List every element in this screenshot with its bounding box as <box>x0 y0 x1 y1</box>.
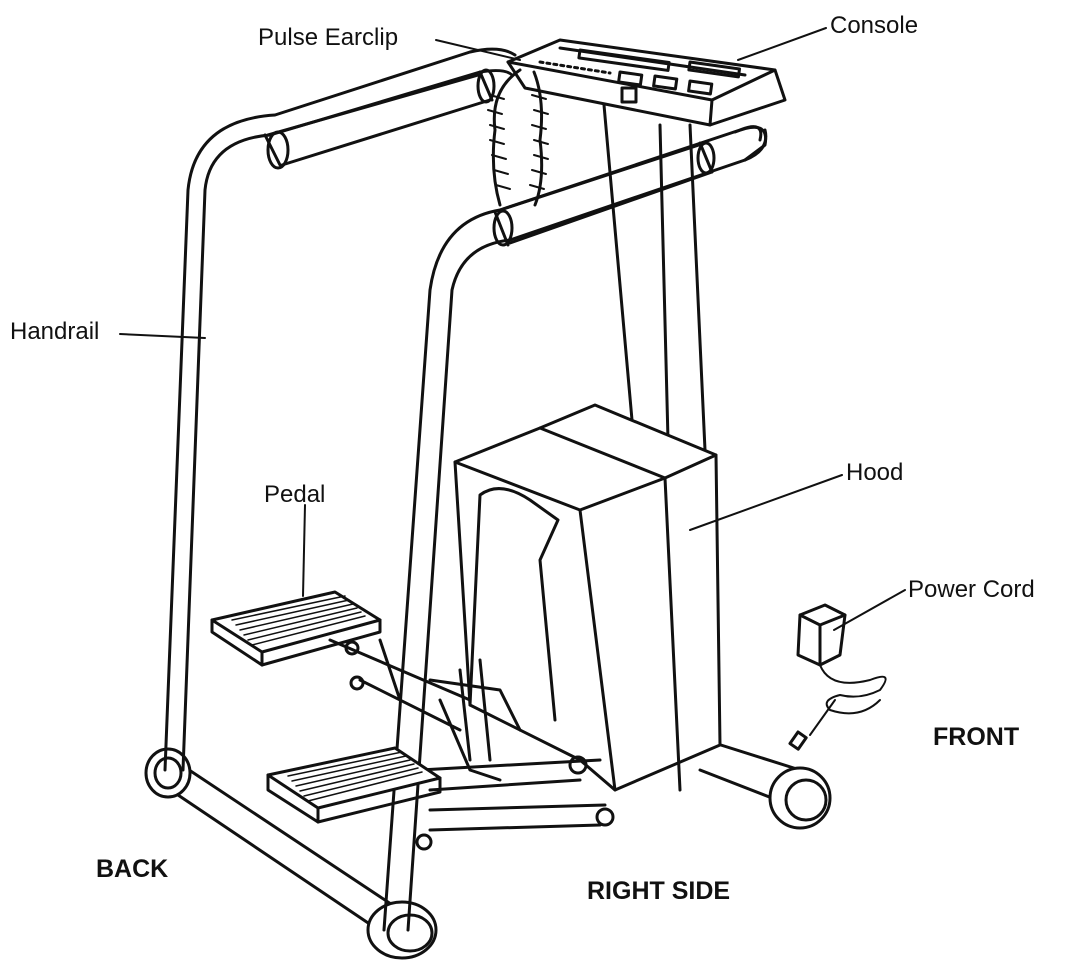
label-back: BACK <box>96 855 169 883</box>
leader-power-cord <box>833 589 906 631</box>
label-power-cord: Power Cord <box>908 576 1035 603</box>
pedal-lower <box>266 746 442 824</box>
label-front: FRONT <box>933 723 1020 751</box>
leader-pulse-earclip <box>435 39 521 61</box>
upright-column <box>602 103 707 452</box>
console-unit <box>506 38 787 127</box>
leader-lines <box>119 27 906 631</box>
label-pedal: Pedal <box>264 481 326 508</box>
label-hood: Hood <box>846 459 904 486</box>
label-right-side: RIGHT SIDE <box>587 877 731 905</box>
pedal-linkage <box>328 638 615 851</box>
pedal-upper <box>210 590 382 667</box>
leader-hood <box>689 474 843 531</box>
power-cord <box>788 603 887 751</box>
label-console: Console <box>830 12 919 39</box>
hood <box>453 403 722 792</box>
label-handrail: Handrail <box>10 318 100 345</box>
leader-console <box>737 27 827 61</box>
base-tube-front <box>698 738 832 830</box>
handrail-right <box>382 125 768 932</box>
leader-pedal <box>302 504 306 597</box>
pulse-earclip-coil <box>487 68 549 207</box>
leader-handrail <box>119 333 206 339</box>
handrail-left <box>163 47 517 772</box>
label-pulse-earclip: Pulse Earclip <box>258 24 399 51</box>
